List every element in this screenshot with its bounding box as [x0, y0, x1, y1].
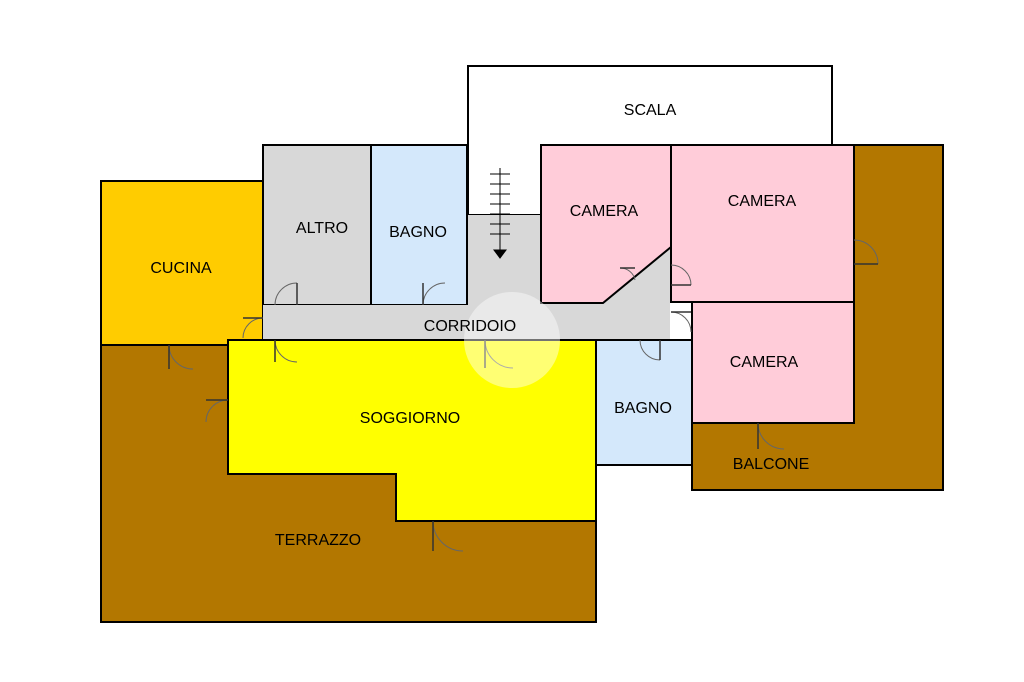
room-camera-left [540, 144, 672, 304]
room-camera-bottom [691, 301, 855, 424]
label-bagno-bottom: BAGNO [614, 400, 672, 417]
label-bagno-top: BAGNO [389, 224, 447, 241]
room-cucina [100, 180, 264, 346]
label-terrazzo: TERRAZZO [275, 532, 361, 549]
label-camera-right: CAMERA [728, 193, 797, 210]
room-bagno-top [370, 144, 468, 306]
label-camera-bottom: CAMERA [730, 354, 799, 371]
doors [168, 239, 879, 552]
label-corridoio: CORRIDOIO [424, 318, 516, 335]
label-soggiorno: SOGGIORNO [360, 410, 460, 427]
label-altro: ALTRO [296, 220, 348, 237]
label-scala: SCALA [624, 102, 677, 119]
label-camera-left: CAMERA [570, 203, 639, 220]
stair-treads [490, 168, 510, 259]
watermark-circle [464, 292, 560, 388]
label-cucina: CUCINA [150, 260, 212, 277]
room-camera-right [670, 144, 855, 303]
label-balcone: BALCONE [733, 456, 809, 473]
room-bagno-bottom [595, 339, 693, 466]
room-corridoio [263, 215, 670, 340]
